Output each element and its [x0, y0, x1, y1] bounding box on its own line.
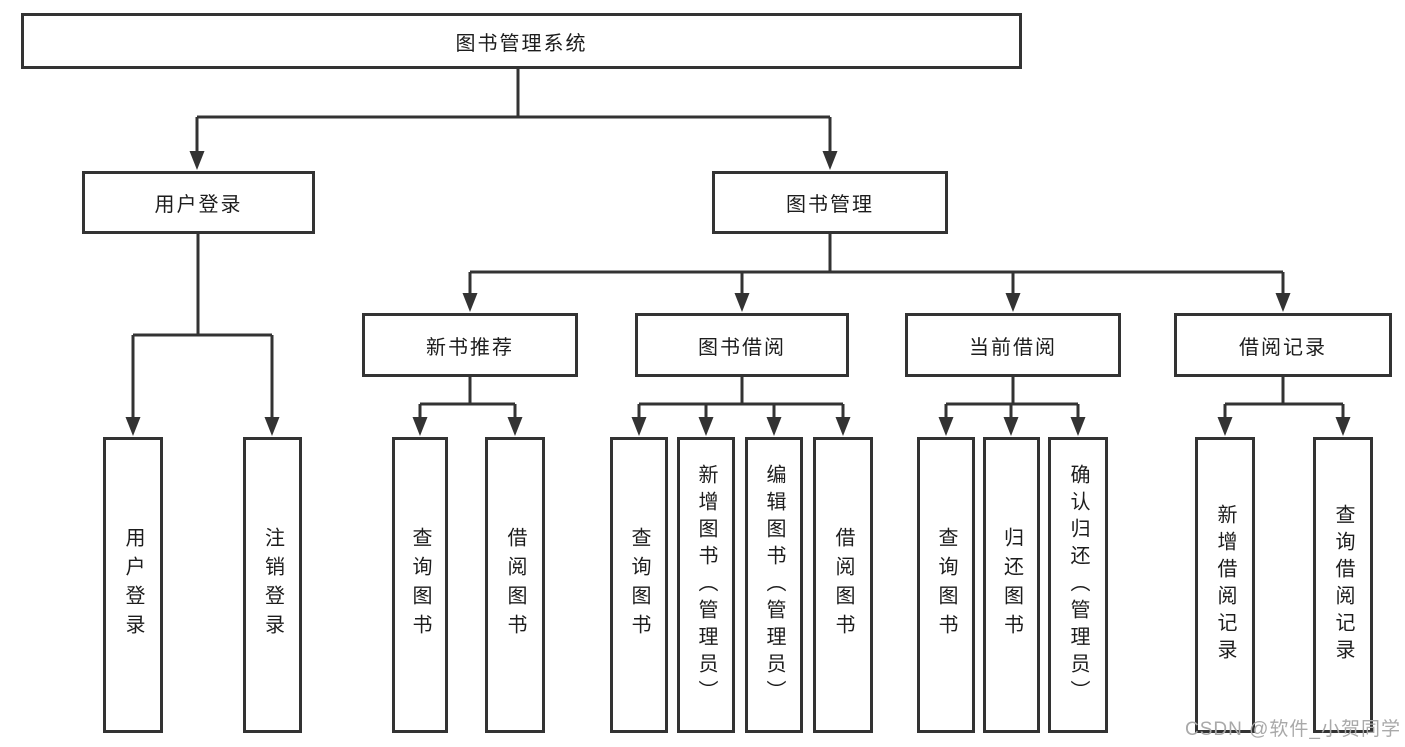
leaf-user-login: 用户登录: [103, 437, 163, 733]
leaf-add-books-admin: 新增图书（管理员）: [677, 437, 735, 733]
leaf-return-books: 归还图书: [983, 437, 1040, 733]
leaf-borrow-books-1: 借阅图书: [485, 437, 545, 733]
csdn-watermark: CSDN @软件_小贺同学: [1185, 719, 1401, 740]
node-borrow-records: 借阅记录: [1174, 313, 1392, 377]
leaf-query-books-3: 查询图书: [917, 437, 975, 733]
leaf-query-borrow-record: 查询借阅记录: [1313, 437, 1373, 733]
leaf-add-borrow-record: 新增借阅记录: [1195, 437, 1255, 733]
node-book-management: 图书管理: [712, 171, 948, 234]
node-book-borrow: 图书借阅: [635, 313, 849, 377]
leaf-confirm-return-admin: 确认归还（管理员）: [1048, 437, 1108, 733]
arrowheads: [125, 151, 1351, 436]
leaf-logout: 注销登录: [243, 437, 302, 733]
leaf-query-books-2: 查询图书: [610, 437, 668, 733]
leaf-edit-books-admin: 编辑图书（管理员）: [745, 437, 803, 733]
connector-segments: [131, 69, 1345, 422]
leaf-borrow-books-2: 借阅图书: [813, 437, 873, 733]
node-user-login: 用户登录: [82, 171, 315, 234]
leaf-query-books-1: 查询图书: [392, 437, 448, 733]
node-current-borrow: 当前借阅: [905, 313, 1121, 377]
node-new-book-recommend: 新书推荐: [362, 313, 578, 377]
node-root: 图书管理系统: [21, 13, 1022, 69]
